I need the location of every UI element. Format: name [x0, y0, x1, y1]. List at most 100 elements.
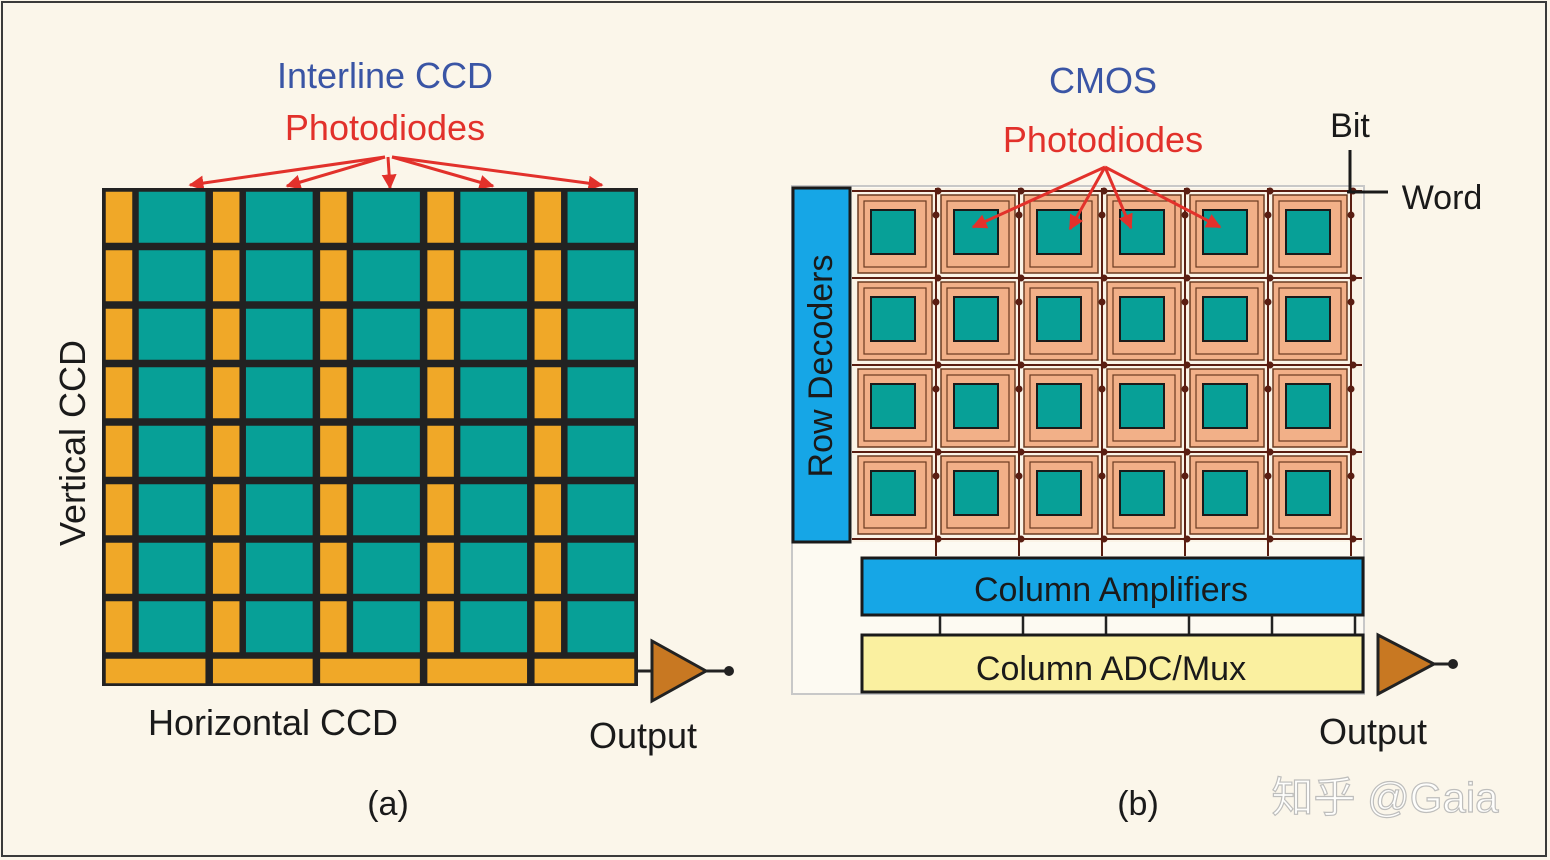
- bit-junction: [932, 385, 940, 393]
- vertical-ccd-cell: [425, 248, 456, 303]
- panel-b-buffer-triangle: [1376, 632, 1438, 697]
- cmos-pixel-inner-ring: [863, 461, 927, 529]
- cmos-photodiode: [1119, 296, 1165, 342]
- ccd-photodiode: [458, 424, 529, 479]
- panel-a-arrow-2: [285, 155, 386, 190]
- ccd-photodiode: [458, 190, 529, 245]
- column-amplifiers-label: Column Amplifiers: [974, 571, 1248, 609]
- vertical-ccd-cell: [533, 424, 563, 479]
- ccd-photodiode: [351, 248, 422, 303]
- vertical-ccd-cell: [104, 365, 134, 420]
- panel-a-horizontal-label: Horizontal CCD: [148, 702, 398, 743]
- panel-a-arrow-5: [391, 155, 604, 191]
- cmos-pixel-inner-ring: [1278, 200, 1342, 268]
- bit-junction: [1098, 298, 1106, 306]
- ccd-photodiode: [566, 482, 636, 537]
- panel-b-output-label: Output: [1319, 711, 1427, 752]
- panel-a-arrow-4: [391, 155, 495, 190]
- cmos-photodiode: [953, 209, 999, 255]
- vertical-ccd-cell: [533, 190, 563, 245]
- ccd-photodiode: [351, 365, 422, 420]
- vertical-ccd-cell: [425, 190, 456, 245]
- panel-b-arrow-2: [1068, 166, 1107, 231]
- vertical-ccd-cell: [533, 248, 563, 303]
- ccd-photodiode: [458, 365, 529, 420]
- vertical-ccd-cell: [318, 307, 349, 362]
- cmos-pixel-inner-ring: [1195, 461, 1259, 529]
- panel-a-photodiode-arrows: [188, 155, 604, 191]
- ccd-photodiode: [566, 541, 636, 596]
- ccd-photodiode: [351, 424, 422, 479]
- ccd-photodiode: [244, 365, 315, 420]
- ccd-photodiode: [137, 307, 207, 362]
- panel-a-buffer-triangle: [650, 638, 710, 704]
- ccd-photodiode: [458, 248, 529, 303]
- cmos-pixel-inner-ring: [1029, 200, 1093, 268]
- bit-junction: [1181, 298, 1189, 306]
- vertical-ccd-cell: [104, 482, 134, 537]
- vertical-ccd-cell: [318, 599, 349, 654]
- cmos-photodiode: [1202, 209, 1248, 255]
- cmos-photodiode: [953, 296, 999, 342]
- amp-to-adc-links: [938, 615, 1357, 635]
- cmos-pixel-inner-ring: [1112, 374, 1176, 442]
- bit-junction: [1264, 472, 1272, 480]
- ccd-photodiode: [566, 307, 636, 362]
- ccd-photodiode: [458, 482, 529, 537]
- ccd-photodiode: [244, 424, 315, 479]
- bit-junction: [932, 298, 940, 306]
- ccd-photodiode: [566, 424, 636, 479]
- vertical-ccd-cell: [211, 599, 241, 654]
- cmos-pixel-inner-ring: [946, 200, 1010, 268]
- cmos-pixel-inner-ring: [1029, 374, 1093, 442]
- ccd-photodiode: [566, 365, 636, 420]
- cmos-pixel-inner-ring: [1195, 374, 1259, 442]
- bit-junction: [932, 211, 940, 219]
- bit-junction: [1347, 211, 1355, 219]
- vertical-ccd-cell: [104, 541, 134, 596]
- cmos-pixel-inner-ring: [1112, 461, 1176, 529]
- vertical-ccd-cell: [425, 365, 456, 420]
- cmos-pixel-inner-ring: [946, 374, 1010, 442]
- panel-b-output-terminal: [1448, 659, 1458, 669]
- vertical-ccd-cell: [425, 307, 456, 362]
- vertical-ccd-cell: [318, 190, 349, 245]
- vertical-ccd-cell: [425, 424, 456, 479]
- cmos-photodiode: [1202, 470, 1248, 516]
- row-decoders-label: Row Decoders: [802, 255, 840, 478]
- vertical-ccd-cell: [104, 424, 134, 479]
- ccd-photodiode: [137, 482, 207, 537]
- cmos-pixel-inner-ring: [1029, 461, 1093, 529]
- ccd-photodiode: [137, 599, 207, 654]
- ccd-photodiode: [351, 190, 422, 245]
- ccd-photodiode: [244, 190, 315, 245]
- vertical-ccd-cell: [318, 365, 349, 420]
- panel-a-output-terminal: [724, 666, 734, 676]
- bit-junction: [1098, 472, 1106, 480]
- cmos-photodiode: [870, 296, 916, 342]
- ccd-photodiode: [244, 541, 315, 596]
- cmos-pixel-grid: [857, 194, 1348, 535]
- vertical-ccd-cell: [425, 482, 456, 537]
- column-adc-block: [860, 633, 1365, 694]
- panel-b-arrow-3: [1103, 166, 1133, 230]
- vertical-ccd-cell: [533, 482, 563, 537]
- panel-a-output-buffer: [636, 638, 734, 704]
- bit-junction: [1264, 385, 1272, 393]
- cmos-pixel-inner-ring: [1112, 200, 1176, 268]
- vertical-ccd-cell: [211, 482, 241, 537]
- ccd-photodiode: [458, 599, 529, 654]
- cmos-pixel-inner-ring: [1029, 287, 1093, 355]
- panel-b-title: CMOS: [1049, 60, 1157, 101]
- cmos-pixel-inner-ring: [1195, 287, 1259, 355]
- cmos-pixel-inner-ring: [863, 374, 927, 442]
- bit-junction: [1098, 385, 1106, 393]
- cmos-photodiode: [870, 209, 916, 255]
- vertical-ccd-cell: [211, 190, 241, 245]
- cmos-pixel-inner-ring: [863, 287, 927, 355]
- ccd-photodiode: [566, 599, 636, 654]
- vertical-ccd-cell: [211, 307, 241, 362]
- panel-a-caption: (a): [367, 785, 409, 823]
- ccd-photodiode: [137, 365, 207, 420]
